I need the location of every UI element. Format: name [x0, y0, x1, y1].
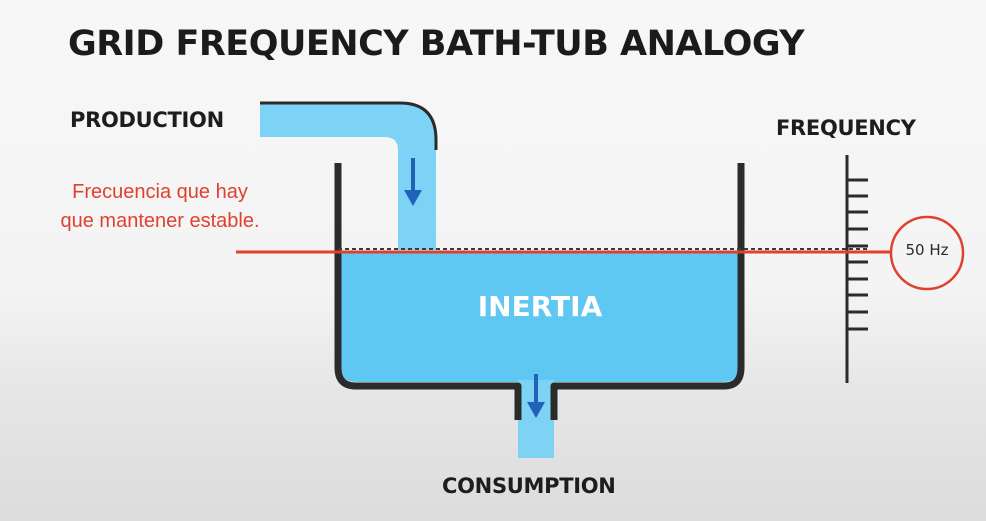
inertia-label: INERTIA: [460, 290, 620, 323]
frequency-scale: [847, 155, 868, 383]
production-pipe: [260, 103, 436, 250]
frequency-value-label: 50 Hz: [890, 241, 964, 259]
